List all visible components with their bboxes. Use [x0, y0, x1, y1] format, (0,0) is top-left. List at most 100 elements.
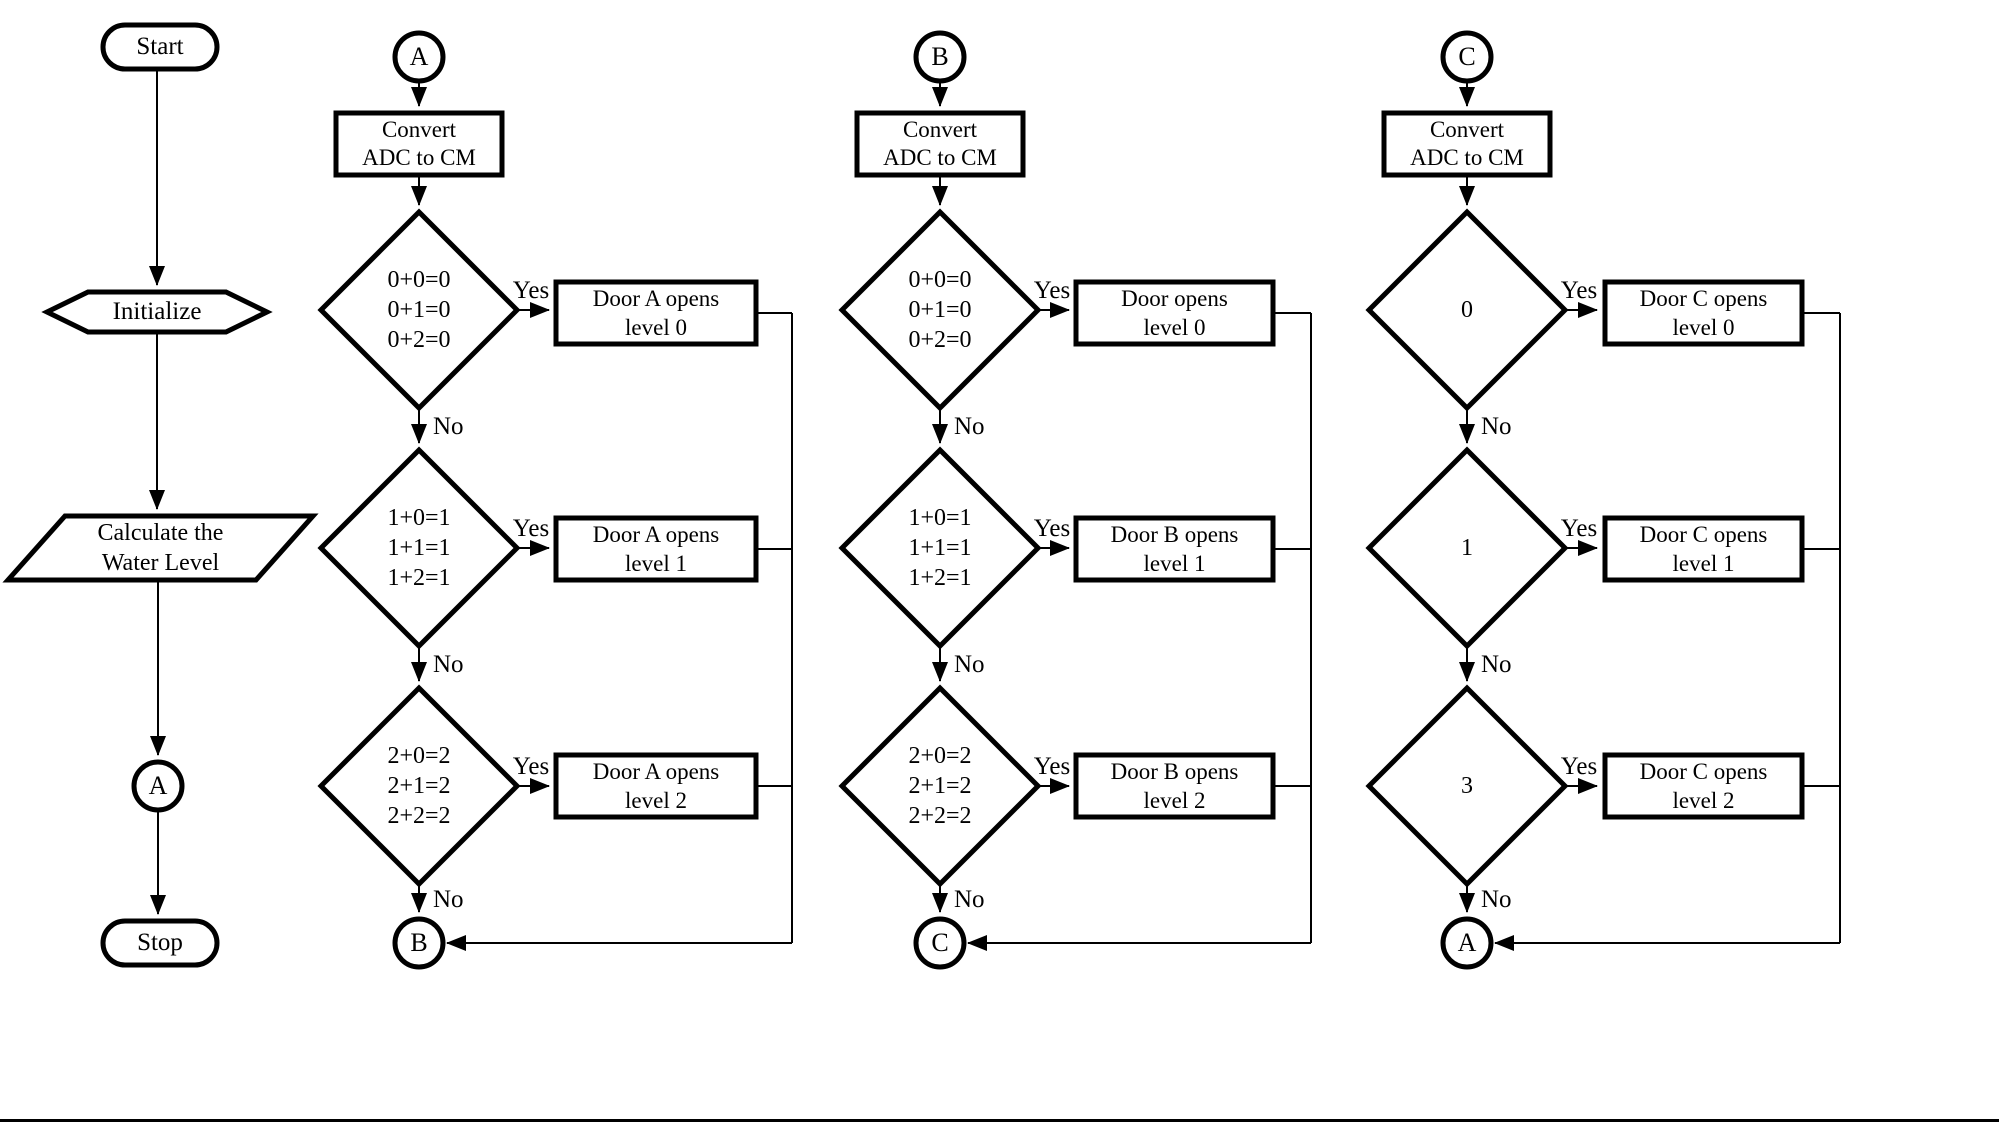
column-b-decision1-label: 0+0=0 0+1=0 0+2=0: [842, 212, 1038, 408]
column-c-decision2-label: 1: [1369, 450, 1565, 646]
no-label: No: [954, 886, 985, 913]
column-c-action3-label: Door C opens level 2: [1605, 755, 1802, 817]
decision-line: 2+0=2: [387, 743, 451, 769]
decision-line: 2+2=2: [908, 803, 972, 829]
no-label: No: [433, 413, 464, 440]
column-a-entry-label: A: [409, 42, 429, 71]
decision-line: 2+1=2: [387, 773, 451, 799]
process-line1: Convert: [902, 117, 978, 142]
column-c-action2-label: Door C opens level 1: [1605, 518, 1802, 580]
process-box-shape: [333, 110, 505, 178]
decision-line: 1+1=1: [387, 535, 451, 561]
action-line2: level 0: [1672, 315, 1735, 340]
no-label: No: [954, 413, 985, 440]
process-line2: ADC to CM: [1410, 145, 1524, 170]
exit-connector-shape: [392, 916, 446, 970]
action2-box-shape: [1073, 515, 1276, 583]
decision1-diamond-shape: [838, 208, 1042, 412]
action-line1: Door A opens: [592, 286, 720, 311]
start-terminator-shape: [100, 22, 220, 72]
initialize-label: Initialize: [112, 298, 202, 325]
action-line1: Door C opens: [1639, 759, 1768, 784]
yes-label: Yes: [1033, 277, 1071, 304]
column-b-exit-label: C: [931, 928, 949, 957]
action3-box-shape: [1602, 752, 1805, 820]
decision-line: 3: [1461, 773, 1473, 799]
initialize-preparation-shape: [41, 289, 273, 335]
decision-line: 0+2=0: [908, 327, 972, 353]
column-a-decision3-label: 2+0=2 2+1=2 2+2=2: [321, 688, 517, 884]
no-label: No: [1481, 413, 1512, 440]
start-label: Start: [136, 33, 184, 60]
process-line2: ADC to CM: [362, 145, 476, 170]
main-flow-nodes: [2, 22, 319, 968]
action1-box-shape: [1602, 279, 1805, 347]
no-label: No: [1481, 651, 1512, 678]
action-line1: Door B opens: [1110, 759, 1239, 784]
decision3-diamond-shape: [317, 684, 521, 888]
decision-line: 0+1=0: [908, 297, 972, 323]
decision3-diamond-shape: [838, 684, 1042, 888]
decision-line: 0+0=0: [387, 267, 451, 293]
process-line1: Convert: [1429, 117, 1505, 142]
column-a-exit-label: B: [410, 928, 428, 957]
column-a-action2-label: Door A opens level 1: [556, 518, 756, 580]
column-a-decision2-label: 1+0=1 1+1=1 1+2=1: [321, 450, 517, 646]
action-line2: level 1: [1672, 551, 1735, 576]
no-label: No: [433, 651, 464, 678]
process-line1: Convert: [381, 117, 457, 142]
yes-label: Yes: [1560, 277, 1598, 304]
no-label: No: [1481, 886, 1512, 913]
yes-label: Yes: [1560, 753, 1598, 780]
calculate-line1: Calculate the: [97, 520, 224, 546]
column-c-nodes: [1365, 30, 1805, 970]
column-a-connectors: [411, 81, 793, 951]
decision-line: 1+2=1: [908, 565, 972, 591]
decision-line: 0: [1461, 297, 1473, 323]
main-flow-connectors: [149, 69, 166, 915]
decision1-diamond-shape: [1365, 208, 1569, 412]
action-line2: level 2: [1143, 788, 1206, 813]
process-box-shape: [854, 110, 1026, 178]
decision3-diamond-shape: [1365, 684, 1569, 888]
decision-line: 2+1=2: [908, 773, 972, 799]
decision-line: 1+1=1: [908, 535, 972, 561]
column-b-nodes: [838, 30, 1276, 970]
calculate-label: Calculate the Water Level: [8, 516, 313, 580]
calculate-io-shape: [2, 513, 319, 583]
action1-box-shape: [553, 279, 759, 347]
decision-line: 0+1=0: [387, 297, 451, 323]
column-b-decision3-label: 2+0=2 2+1=2 2+2=2: [842, 688, 1038, 884]
yes-label: Yes: [512, 515, 550, 542]
column-c-exit-label: A: [1457, 928, 1477, 957]
action-line2: level 2: [625, 788, 687, 813]
column-c-entry-label: C: [1458, 42, 1476, 71]
decision-line: 1+0=1: [387, 505, 451, 531]
calculate-line2: Water Level: [101, 550, 220, 576]
entry-connector-shape: [392, 30, 446, 84]
column-a-process-label: Convert ADC to CM: [336, 113, 502, 175]
exit-connector-shape: [1440, 916, 1494, 970]
decision2-diamond-shape: [317, 446, 521, 650]
column-b-entry-label: B: [931, 42, 949, 71]
stop-label: Stop: [137, 929, 183, 956]
column-b-decision2-label: 1+0=1 1+1=1 1+2=1: [842, 450, 1038, 646]
decision-line: 0+2=0: [387, 327, 451, 353]
action-line2: level 0: [625, 315, 687, 340]
yes-label: Yes: [1033, 753, 1071, 780]
decision1-diamond-shape: [317, 208, 521, 412]
decision-line: 1: [1461, 535, 1473, 561]
stop-terminator-shape: [100, 918, 220, 968]
action-line2: level 0: [1143, 315, 1206, 340]
decision2-diamond-shape: [838, 446, 1042, 650]
column-b-process-label: Convert ADC to CM: [857, 113, 1023, 175]
action-line2: level 2: [1672, 788, 1735, 813]
connector-a-shape: [131, 759, 185, 813]
action-line1: Door B opens: [1110, 522, 1239, 547]
column-b-action2-label: Door B opens level 1: [1076, 518, 1273, 580]
action-line2: level 1: [625, 551, 687, 576]
action-line1: Door C opens: [1639, 286, 1768, 311]
column-a-action3-label: Door A opens level 2: [556, 755, 756, 817]
no-label: No: [433, 886, 464, 913]
